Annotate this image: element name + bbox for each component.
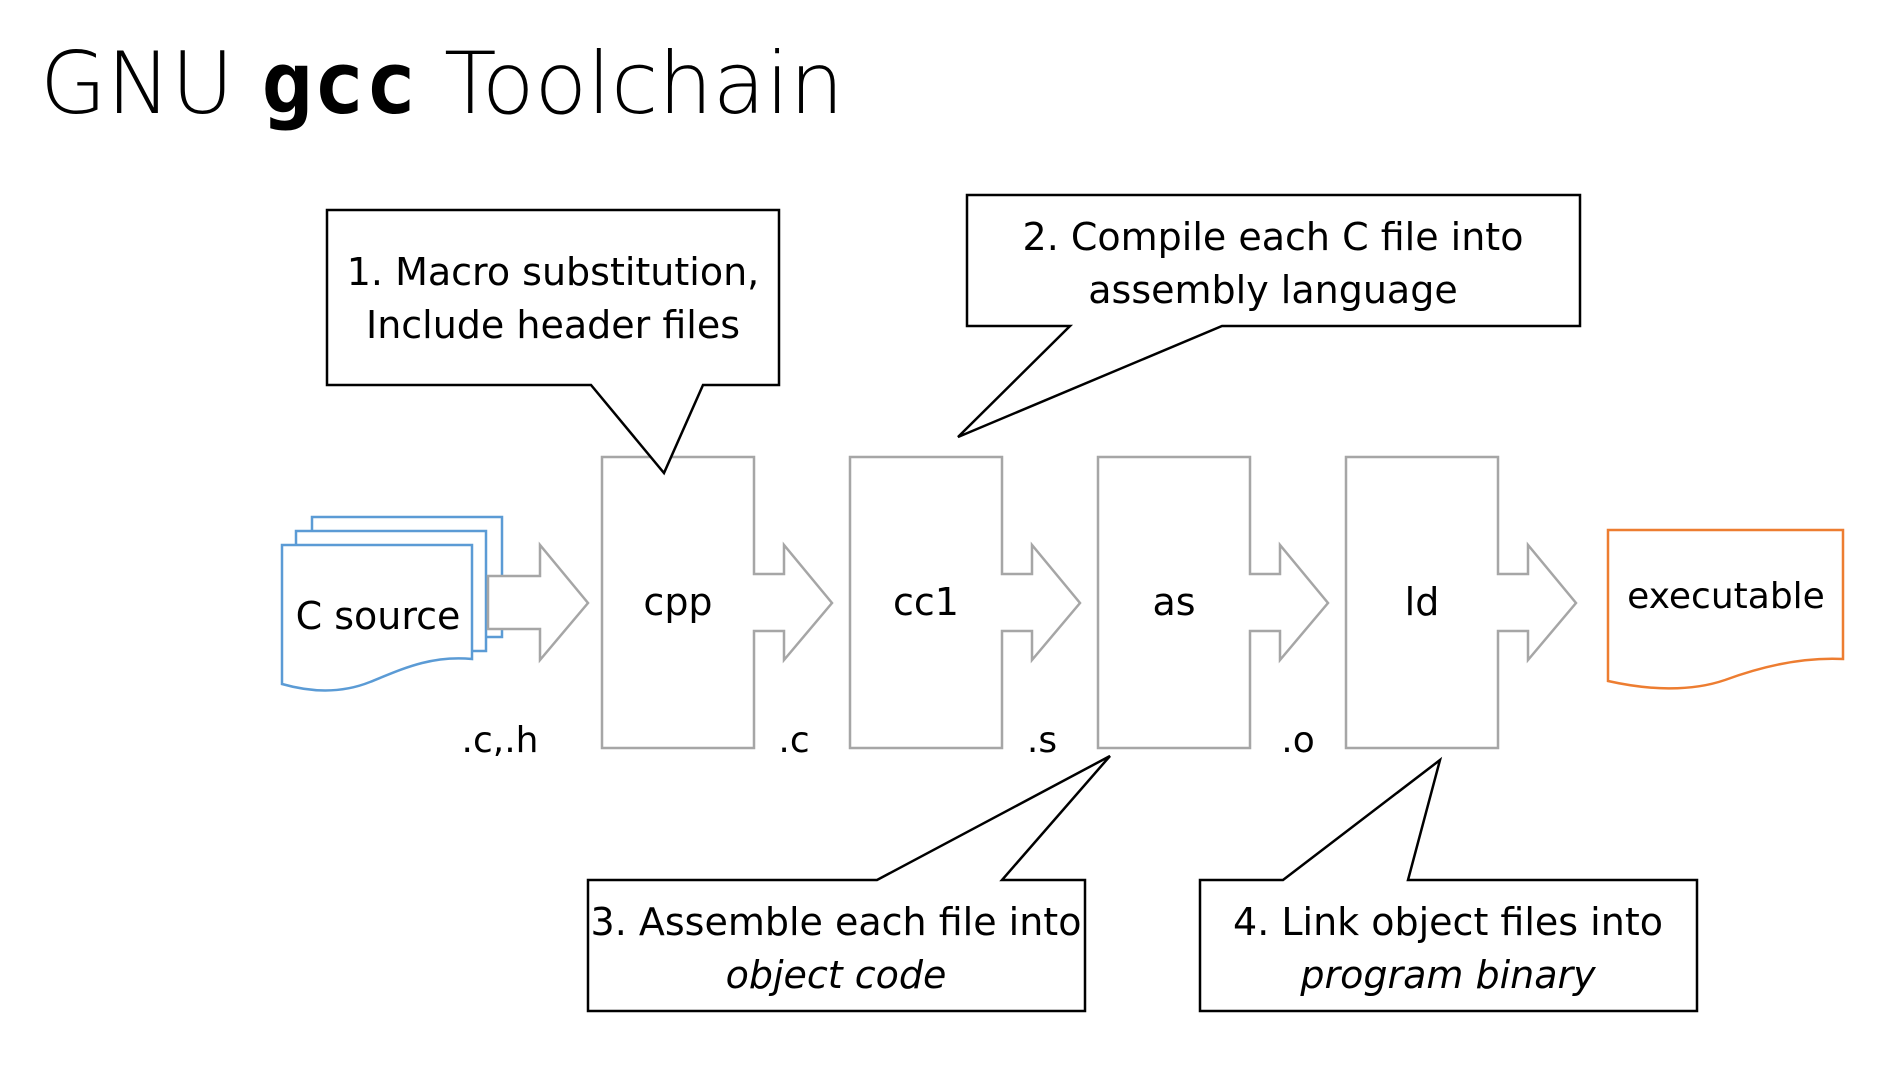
stage-ld-label: ld bbox=[1405, 580, 1440, 624]
ext-label-o: .o bbox=[1281, 720, 1314, 761]
c-source-document: C source bbox=[280, 515, 504, 692]
callout-assemble: 3. Assemble each file into object code bbox=[586, 754, 1111, 1013]
ext-label-c: .c bbox=[778, 720, 809, 761]
ext-label-s: .s bbox=[1027, 720, 1057, 761]
callout-1-line1: 1. Macro substitution, bbox=[347, 250, 760, 294]
callout-4-line1: 4. Link object files into bbox=[1233, 900, 1663, 944]
stage-cpp-label: cpp bbox=[643, 580, 712, 624]
callout-4-line2: program binary bbox=[1299, 953, 1596, 997]
stage-as: as bbox=[1096, 455, 1330, 750]
c-source-label: C source bbox=[296, 594, 461, 638]
callout-3-line2: object code bbox=[726, 953, 947, 997]
callout-preprocess: 1. Macro substitution, Include header fi… bbox=[325, 208, 781, 476]
stage-cc1: cc1 bbox=[848, 455, 1082, 750]
ext-label-ch: .c,.h bbox=[462, 720, 539, 761]
page-title: GNU gcc Toolchain bbox=[40, 34, 844, 134]
callout-1-line2: Include header files bbox=[366, 303, 740, 347]
callout-3-line1: 3. Assemble each file into bbox=[591, 900, 1082, 944]
callout-compile: 2. Compile each C file into assembly lan… bbox=[957, 193, 1582, 439]
callout-link: 4. Link object files into program binary bbox=[1198, 756, 1699, 1013]
stage-as-label: as bbox=[1152, 580, 1195, 624]
input-arrow bbox=[486, 541, 590, 664]
stage-cpp: cpp bbox=[600, 455, 834, 750]
callout-2-line2: assembly language bbox=[1088, 268, 1457, 312]
executable-document: executable bbox=[1606, 528, 1845, 690]
stage-cc1-label: cc1 bbox=[893, 580, 959, 624]
callout-2-line1: 2. Compile each C file into bbox=[1023, 215, 1524, 259]
stage-ld: ld bbox=[1344, 455, 1578, 750]
executable-label: executable bbox=[1627, 576, 1825, 617]
